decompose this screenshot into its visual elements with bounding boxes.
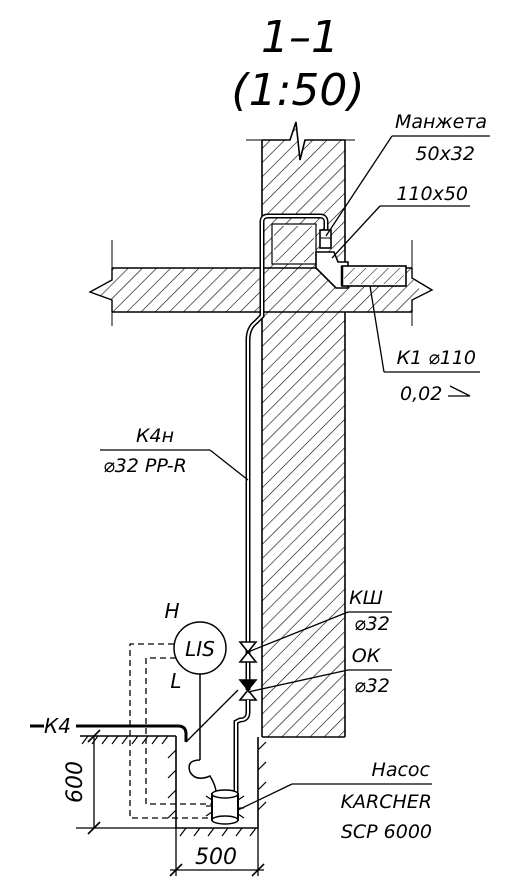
lis-name: LIS	[185, 637, 215, 661]
label-tee: 110x50	[331, 183, 470, 259]
k1-name: К1 ⌀110	[397, 347, 476, 369]
check-valve-name: ОК	[352, 645, 382, 667]
label-cuff: Манжета 50x32	[325, 111, 490, 237]
cuff-size: 50x32	[415, 143, 475, 165]
label-k1: К1 ⌀110 0,02	[369, 285, 480, 405]
pit-width: 500	[195, 845, 237, 870]
check-valve: ОК ⌀32	[238, 645, 392, 701]
dimension-depth: 600	[63, 729, 176, 835]
pump-riser	[233, 700, 251, 800]
pipe-k4: К4	[30, 689, 239, 743]
level-switch: LIS H L	[129, 599, 227, 819]
pump-model: SCP 6000	[341, 821, 432, 843]
section-title: 1–1	[261, 12, 339, 63]
pit-depth: 600	[63, 761, 88, 803]
k4h-name: К4н	[136, 425, 174, 447]
wall-lower	[261, 312, 346, 738]
label-k4h: К4н ⌀32 PP-R	[100, 425, 249, 481]
lis-high: H	[164, 599, 179, 623]
pump-name: Насос	[372, 759, 431, 781]
lis-low: L	[170, 669, 181, 693]
pump: Насос KARCHER SCP 6000	[205, 759, 432, 843]
dimension-width: 500	[169, 828, 265, 877]
tee-size: 110x50	[396, 183, 468, 205]
cuff-name: Манжета	[395, 111, 487, 133]
ball-valve: КШ ⌀32	[238, 587, 392, 663]
pipe-k4h	[245, 213, 329, 690]
slope-arrow-icon	[448, 385, 471, 397]
pump-brand: KARCHER	[341, 791, 432, 813]
section-scale: (1:50)	[231, 65, 364, 116]
k4-name: К4	[44, 714, 71, 738]
pipe-k1	[340, 265, 407, 287]
k1-slope: 0,02	[400, 383, 442, 405]
valve-name: КШ	[349, 587, 383, 609]
valve-size: ⌀32	[354, 613, 390, 635]
k4h-pipe: ⌀32 PP-R	[103, 455, 187, 477]
check-valve-size: ⌀32	[354, 675, 390, 697]
